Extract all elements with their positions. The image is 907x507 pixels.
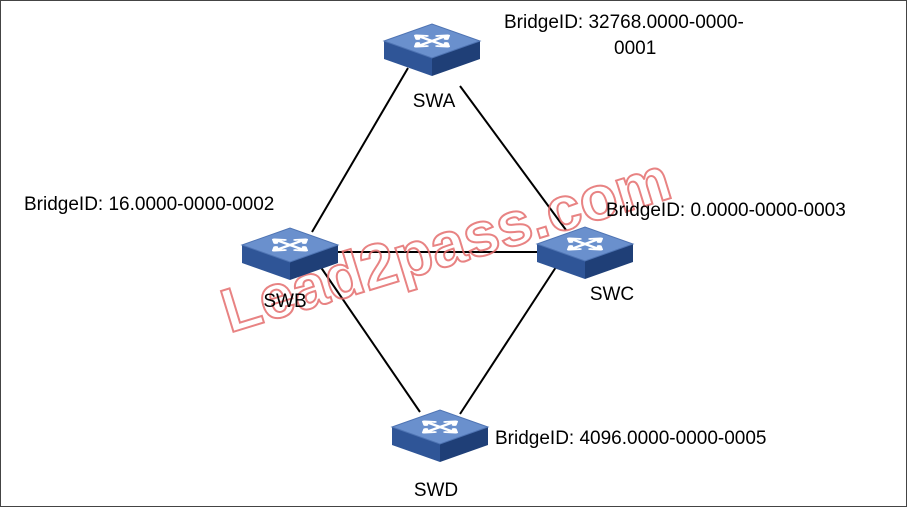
switch-swb: SWB bbox=[240, 227, 340, 312]
switch-icon bbox=[535, 226, 635, 279]
switch-icon bbox=[382, 23, 482, 76]
bridge-id-swd: BridgeID: 4096.0000-0000-0005 bbox=[495, 428, 766, 449]
switch-name-swa: SWA bbox=[413, 91, 456, 112]
switch-swc: SWC bbox=[535, 226, 635, 305]
switch-swd: SWD bbox=[390, 409, 490, 501]
switch-swa: SWA bbox=[382, 23, 482, 112]
switch-icon bbox=[390, 409, 490, 462]
switch-name-swd: SWD bbox=[414, 480, 458, 501]
switch-icon bbox=[240, 227, 340, 280]
bridge-id-swc: BridgeID: 0.0000-0000-0003 bbox=[606, 200, 846, 221]
link-swc-swd bbox=[459, 263, 559, 415]
bridge-id-swa-line1: BridgeID: 32768.0000-0000- bbox=[504, 12, 744, 33]
bridge-id-swb: BridgeID: 16.0000-0000-0002 bbox=[24, 194, 274, 215]
link-swa-swb bbox=[311, 67, 409, 233]
switch-name-swc: SWC bbox=[590, 284, 634, 305]
bridge-id-swa-line2: 0001 bbox=[614, 38, 656, 59]
link-swa-swc bbox=[459, 85, 567, 231]
link-swb-swd bbox=[319, 265, 421, 413]
switch-name-swb: SWB bbox=[263, 291, 306, 312]
links bbox=[311, 67, 567, 415]
